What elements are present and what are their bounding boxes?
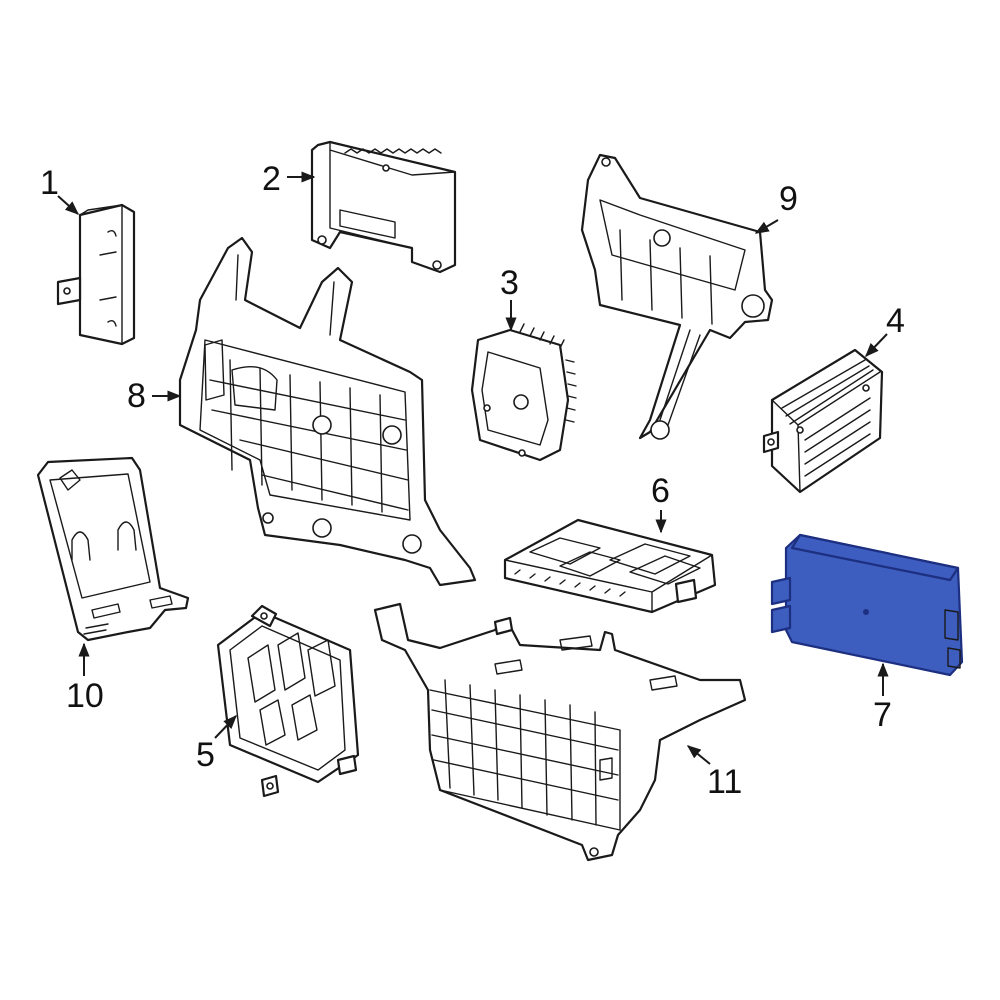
- callout-9: 9: [779, 180, 798, 218]
- leader-lines: [57, 171, 889, 765]
- callout-11: 11: [707, 763, 742, 801]
- part-2-module[interactable]: [310, 140, 457, 274]
- part-4-module[interactable]: [762, 348, 884, 494]
- part-3-module[interactable]: [470, 323, 577, 462]
- callout-2: 2: [262, 160, 281, 198]
- part-8-bracket[interactable]: [178, 236, 477, 587]
- callout-1: 1: [40, 164, 59, 202]
- part-9-bracket[interactable]: [580, 153, 774, 440]
- part-10-plate[interactable]: [36, 456, 190, 642]
- callout-labels: 1 2 3 4 5 6 7 8 9 10 11: [40, 160, 905, 801]
- callout-4: 4: [886, 302, 905, 340]
- callout-3: 3: [500, 264, 519, 302]
- part-7-module-highlighted[interactable]: [770, 533, 964, 677]
- callout-8: 8: [127, 377, 146, 415]
- callout-6: 6: [651, 472, 670, 510]
- part-5-module[interactable]: [216, 604, 360, 798]
- callout-5: 5: [196, 736, 215, 774]
- part-1-module[interactable]: [56, 203, 136, 346]
- part-11-tray[interactable]: [373, 602, 747, 862]
- part-6-module[interactable]: [503, 518, 717, 614]
- callout-10: 10: [66, 677, 104, 715]
- callout-7: 7: [873, 696, 892, 734]
